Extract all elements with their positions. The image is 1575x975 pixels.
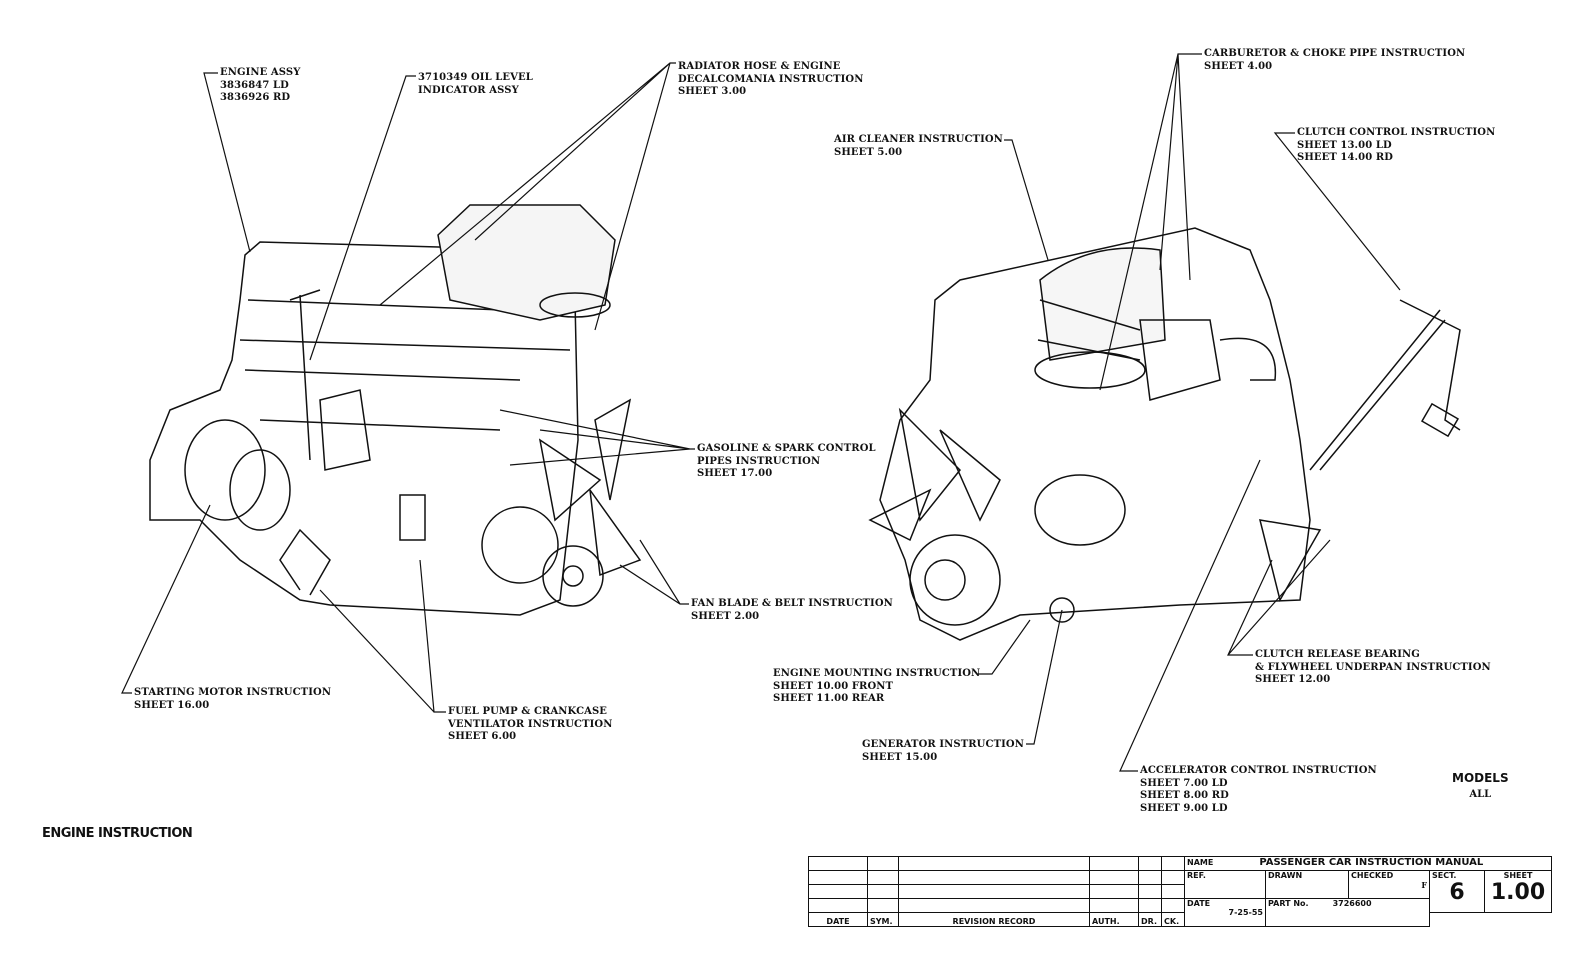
callout-generator: GENERATOR INSTRUCTION SHEET 15.00: [862, 739, 1024, 764]
callout-fan-blade: FAN BLADE & BELT INSTRUCTION SHEET 2.00: [691, 598, 893, 623]
sheet-label: SHEET: [1503, 871, 1533, 880]
name-label: NAME: [1187, 858, 1214, 867]
rev-header-auth: AUTH.: [1089, 912, 1139, 927]
rev-header-record: REVISION RECORD: [898, 912, 1090, 927]
sheet-value: 1.00: [1490, 880, 1546, 905]
checked-label: CHECKED: [1351, 871, 1394, 880]
date-value: 7-25-55: [1228, 908, 1263, 917]
callout-starting-motor: STARTING MOTOR INSTRUCTION SHEET 16.00: [134, 687, 331, 712]
callout-line: AIR CLEANER INSTRUCTION: [834, 134, 1003, 145]
callout-carburetor: CARBURETOR & CHOKE PIPE INSTRUCTION SHEE…: [1204, 48, 1465, 73]
callout-oil-level: 3710349 OIL LEVEL INDICATOR ASSY: [418, 72, 533, 97]
drawn-label: DRAWN: [1265, 870, 1349, 899]
callout-line: SHEET 10.00 FRONT: [773, 680, 894, 692]
ref-label: REF.: [1184, 870, 1266, 899]
callout-engine-mounting: ENGINE MOUNTING INSTRUCTION SHEET 10.00 …: [773, 668, 980, 706]
part-cell: PART No. 3726600: [1265, 898, 1430, 927]
callout-line: FAN BLADE & BELT INSTRUCTION: [691, 598, 893, 609]
left-engine-drawing: [149, 204, 642, 616]
callout-line: SHEET 3.00: [678, 86, 747, 97]
callout-line: ENGINE MOUNTING INSTRUCTION: [773, 668, 981, 679]
callout-line: SHEET 17.00: [697, 468, 773, 479]
callout-line: FUEL PUMP & CRANKCASE: [448, 706, 608, 717]
checked-cell: CHECKED F: [1348, 870, 1430, 899]
callout-line: ACCELERATOR CONTROL INSTRUCTION: [1140, 765, 1377, 776]
part-value: 3726600: [1332, 899, 1372, 908]
callout-line: SHEET 7.00 LD: [1140, 777, 1228, 789]
callout-line: SHEET 11.00 REAR: [773, 693, 885, 704]
callout-line: INDICATOR ASSY: [418, 84, 519, 96]
callout-line: 3836926 RD: [220, 92, 291, 103]
callout-line: SHEET 12.00: [1255, 674, 1331, 685]
sect-cell: SECT.6: [1429, 870, 1485, 913]
callout-fuel-pump: FUEL PUMP & CRANKCASE VENTILATOR INSTRUC…: [448, 706, 612, 744]
callout-clutch-release: CLUTCH RELEASE BEARING & FLYWHEEL UNDERP…: [1255, 649, 1491, 687]
callout-air-cleaner: AIR CLEANER INSTRUCTION SHEET 5.00: [834, 134, 1003, 159]
callout-engine-assy: ENGINE ASSY 3836847 LD 3836926 RD: [220, 67, 300, 105]
sect-value: 6: [1449, 880, 1465, 905]
callout-gasoline-spark: GASOLINE & SPARK CONTROL PIPES INSTRUCTI…: [697, 443, 876, 481]
rev-header-ck: CK.: [1161, 912, 1185, 927]
date-cell: DATE 7-25-55: [1184, 898, 1266, 927]
callout-line: SHEET 9.00 LD: [1140, 802, 1228, 814]
part-label: PART No.: [1268, 899, 1309, 908]
callout-line: CLUTCH CONTROL INSTRUCTION: [1297, 127, 1496, 138]
callout-clutch-control: CLUTCH CONTROL INSTRUCTION SHEET 13.00 L…: [1297, 127, 1495, 165]
callout-line: SHEET 14.00 RD: [1297, 152, 1394, 163]
right-engine-drawing: [868, 227, 1461, 641]
callout-accelerator: ACCELERATOR CONTROL INSTRUCTION SHEET 7.…: [1140, 765, 1377, 815]
models-label: MODELS: [1452, 771, 1509, 785]
callout-line: SHEET 5.00: [834, 146, 903, 158]
callout-line: CLUTCH RELEASE BEARING: [1255, 649, 1420, 660]
manual-name: PASSENGER CAR INSTRUCTION MANUAL: [1259, 857, 1484, 868]
checked-value: F: [1421, 880, 1427, 890]
callout-line: SHEET 13.00 LD: [1297, 139, 1392, 151]
callout-line: SHEET 8.00 RD: [1140, 790, 1229, 801]
callout-line: SHEET 6.00: [448, 731, 517, 742]
callout-line: PIPES INSTRUCTION: [697, 455, 821, 467]
models-note: MODELS ALL: [1452, 771, 1509, 800]
leader-lines: [121, 53, 1401, 772]
callout-line: VENTILATOR INSTRUCTION: [448, 718, 613, 730]
callout-line: SHEET 2.00: [691, 610, 760, 622]
date-label: DATE: [1187, 899, 1211, 908]
callout-line: RADIATOR HOSE & ENGINE: [678, 61, 841, 72]
callout-line: 3710349 OIL LEVEL: [418, 72, 533, 83]
callout-line: SHEET 16.00: [134, 699, 210, 711]
drawing-title: ENGINE INSTRUCTION: [42, 826, 193, 841]
rev-header-date: DATE: [808, 912, 868, 927]
callout-line: SHEET 15.00: [862, 751, 938, 763]
callout-line: CARBURETOR & CHOKE PIPE INSTRUCTION: [1204, 48, 1466, 59]
callout-radiator-hose: RADIATOR HOSE & ENGINE DECALCOMANIA INST…: [678, 61, 863, 99]
sect-label: SECT.: [1432, 871, 1457, 880]
callout-line: 3836847 LD: [220, 79, 289, 91]
callout-line: DECALCOMANIA INSTRUCTION: [678, 73, 864, 85]
callout-line: & FLYWHEEL UNDERPAN INSTRUCTION: [1255, 661, 1491, 673]
name-cell: NAME PASSENGER CAR INSTRUCTION MANUAL: [1184, 856, 1552, 871]
rev-header-dr: DR.: [1138, 912, 1162, 927]
title-block: NAME PASSENGER CAR INSTRUCTION MANUAL REF…: [808, 856, 1552, 927]
models-value: ALL: [1469, 789, 1492, 800]
callout-line: GASOLINE & SPARK CONTROL: [697, 443, 876, 454]
callout-line: ENGINE ASSY: [220, 67, 301, 78]
callout-line: STARTING MOTOR INSTRUCTION: [134, 687, 332, 698]
callout-line: GENERATOR INSTRUCTION: [862, 739, 1024, 750]
callout-line: SHEET 4.00: [1204, 60, 1273, 72]
rev-header-sym: SYM.: [867, 912, 899, 927]
